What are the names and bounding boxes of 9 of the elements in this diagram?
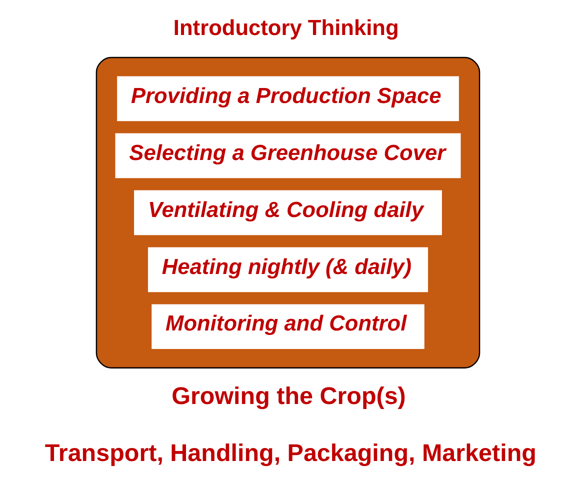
node-box: Monitoring and Control — [152, 304, 424, 349]
label: Growing the Crop(s) — [172, 382, 406, 410]
label: Transport, Handling, Packaging, Marketing — [44, 440, 536, 467]
node-box: Ventilating & Cooling daily — [134, 190, 442, 235]
node-box: Providing a Production Space — [117, 76, 459, 121]
node-box: Heating nightly (& daily) — [148, 246, 428, 292]
node-box: Selecting a Greenhouse Cover — [115, 132, 461, 178]
cluster — [96, 56, 480, 368]
diagram-title: Introductory Thinking — [173, 14, 399, 40]
